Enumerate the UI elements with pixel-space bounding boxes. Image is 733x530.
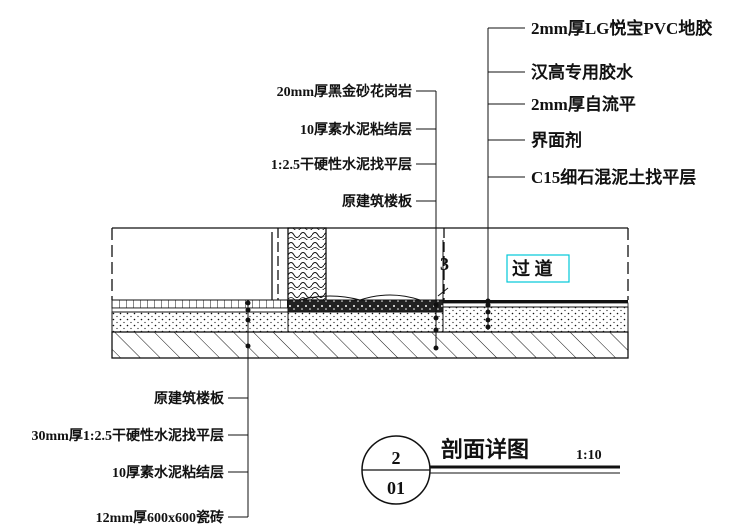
bottom-leader-lines — [228, 300, 249, 518]
title-block — [361, 435, 620, 505]
label-cement-bond-bottom: 10厚素水泥粘结层 — [112, 464, 224, 481]
label-interface-agent: 界面剂 — [531, 130, 582, 150]
structural-slab — [111, 331, 629, 359]
column-section — [287, 227, 327, 301]
label-slab-mid: 原建筑楼板 — [342, 193, 413, 210]
dimension-value: 3 — [440, 254, 449, 274]
label-dry-mortar-mid: 1:2.5干硬性水泥找平层 — [271, 156, 412, 173]
label-dry-mortar-bottom: 30mm厚1:2.5干硬性水泥找平层 — [32, 427, 225, 444]
drawing-scale: 1:10 — [576, 448, 602, 463]
label-cement-bond-mid: 10厚素水泥粘结层 — [300, 121, 412, 138]
tile-floor-layers — [111, 299, 289, 333]
sheet-number: 01 — [387, 478, 405, 498]
mid-leader-lines — [416, 90, 437, 350]
area-label-box — [506, 254, 570, 283]
detail-number: 2 — [392, 448, 401, 468]
label-slab-bottom: 原建筑楼板 — [154, 390, 225, 407]
drawing-title: 剖面详图 — [441, 437, 529, 462]
label-pvc-layer: 2mm厚LG悦宝PVC地胶 — [531, 18, 712, 38]
pvc-floor-layers — [442, 300, 629, 333]
label-granite: 20mm厚黑金砂花岗岩 — [277, 83, 412, 100]
dimension-marker — [437, 240, 449, 300]
granite-floor-layers — [287, 294, 444, 333]
right-leader-lines — [487, 27, 525, 330]
area-label: 过 道 — [512, 258, 553, 279]
label-self-leveling-layer: 2mm厚自流平 — [531, 94, 636, 114]
wall-outline — [111, 227, 629, 300]
label-concrete-screed: C15细石混泥土找平层 — [531, 167, 696, 187]
label-ceramic-tile: 12mm厚600x600瓷砖 — [96, 509, 224, 526]
label-glue-layer: 汉高专用胶水 — [531, 62, 634, 82]
